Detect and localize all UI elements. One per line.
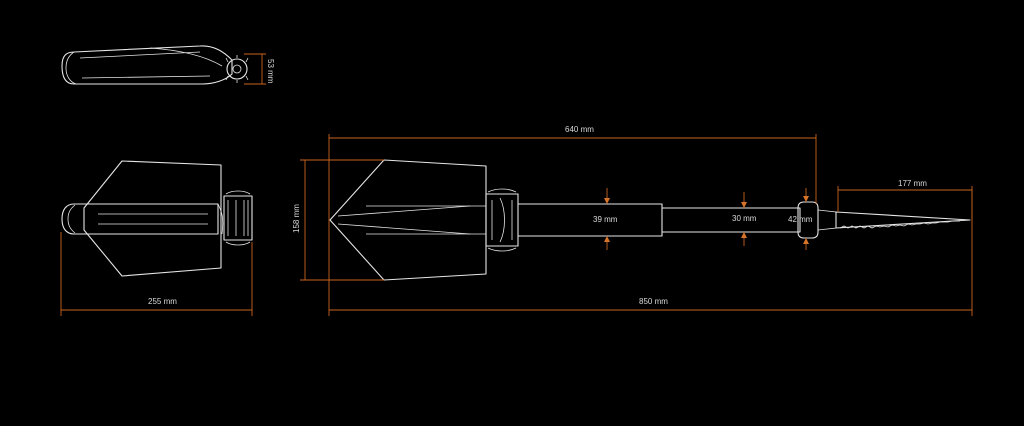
dimension-blade-width: 158 mm	[292, 159, 384, 281]
dimension-folded-length: 255 mm	[60, 232, 253, 316]
hinge-collar-top	[223, 190, 253, 246]
side-view-folded: 53 mm	[61, 45, 275, 85]
dimension-grip-diameter: 42 mm	[788, 188, 813, 250]
top-view-folded: 255 mm	[60, 160, 253, 316]
label-folded-thickness: 53 mm	[266, 59, 275, 84]
label-handle-diameter: 39 mm	[593, 215, 618, 224]
label-grip-diameter: 42 mm	[788, 215, 813, 224]
dimension-saw-length: 177 mm	[837, 179, 973, 220]
dimension-extended-length: 640 mm	[328, 125, 817, 222]
handle-tube	[517, 203, 663, 237]
label-shaft-diameter: 30 mm	[732, 214, 757, 223]
hinge-collar	[485, 188, 519, 252]
dimension-total-length: 850 mm	[328, 190, 973, 316]
dimension-folded-thickness: 53 mm	[244, 53, 275, 85]
label-blade-width: 158 mm	[292, 204, 301, 233]
blade	[329, 159, 487, 281]
extended-view: 640 mm 850 mm 158 mm 177 mm 39 mm	[292, 125, 973, 316]
shaft-tube	[661, 207, 801, 233]
hinge-knob-side	[225, 55, 249, 83]
dimension-handle-diameter: 39 mm	[593, 188, 618, 250]
dimension-shaft-diameter: 30 mm	[732, 192, 757, 246]
label-extended-length: 640 mm	[565, 125, 594, 134]
label-folded-length: 255 mm	[148, 297, 177, 306]
label-saw-length: 177 mm	[898, 179, 927, 188]
label-total-length: 850 mm	[639, 297, 668, 306]
saw-blade	[835, 211, 971, 229]
